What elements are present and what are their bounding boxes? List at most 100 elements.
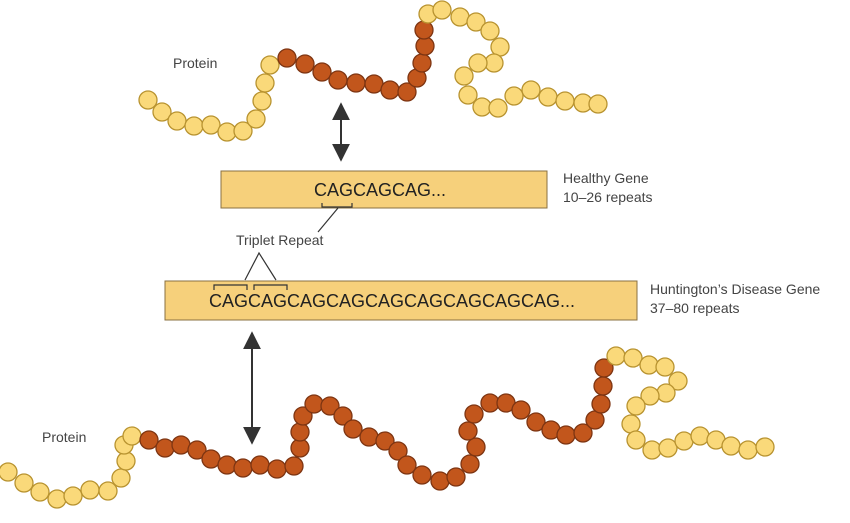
- disease-protein-bead: [656, 383, 676, 403]
- disease-protein-bead-glutamine: [343, 419, 363, 439]
- disease-protein-bead: [63, 486, 83, 506]
- healthy-protein-bead: [201, 115, 221, 135]
- disease-protein-bead: [47, 489, 67, 509]
- healthy-protein-bead: [432, 0, 452, 20]
- healthy-protein-bead-glutamine: [380, 80, 400, 100]
- healthy-gene-repeats: 10–26 repeats: [563, 189, 653, 205]
- healthy-protein-bead-glutamine: [328, 70, 348, 90]
- disease-protein-bead: [80, 480, 100, 500]
- healthy-protein-bead: [138, 90, 158, 110]
- healthy-protein-bead-glutamine: [312, 62, 332, 82]
- disease-protein-bead: [640, 386, 660, 406]
- disease-protein-bead: [626, 396, 646, 416]
- healthy-protein-bead: [468, 53, 488, 73]
- healthy-protein-bead-glutamine: [415, 36, 435, 56]
- healthy-protein-bead: [490, 37, 510, 57]
- disease-protein-bead-glutamine: [139, 430, 159, 450]
- disease-protein-bead-glutamine: [250, 455, 270, 475]
- disease-protein-bead-glutamine: [233, 458, 253, 478]
- disease-gene-title: Huntington’s Disease Gene: [650, 281, 820, 297]
- disease-protein-chain: [0, 346, 775, 509]
- disease-protein-bead: [122, 426, 142, 446]
- disease-protein-bead: [98, 481, 118, 501]
- disease-triplet-bracket-1: [213, 284, 248, 290]
- disease-protein-bead: [0, 462, 18, 482]
- disease-protein-bead-glutamine: [446, 467, 466, 487]
- disease-protein-bead: [639, 355, 659, 375]
- disease-protein-bead-glutamine: [397, 455, 417, 475]
- healthy-protein-bead: [521, 80, 541, 100]
- healthy-protein-bead: [588, 94, 608, 114]
- healthy-protein-bead: [458, 85, 478, 105]
- disease-protein-label: Protein: [42, 429, 86, 445]
- healthy-protein-bead: [255, 73, 275, 93]
- healthy-protein-bead: [538, 87, 558, 107]
- healthy-gene-title: Healthy Gene: [563, 170, 649, 186]
- healthy-protein-bead: [260, 55, 280, 75]
- triplet-repeat-label: Triplet Repeat: [236, 232, 324, 248]
- disease-protein-bead: [621, 414, 641, 434]
- disease-protein-bead-glutamine: [290, 438, 310, 458]
- healthy-protein-bead: [217, 122, 237, 142]
- disease-protein-bead-glutamine: [171, 435, 191, 455]
- disease-protein-bead: [606, 346, 626, 366]
- disease-protein-bead-glutamine: [412, 465, 432, 485]
- healthy-protein-bead-glutamine: [346, 73, 366, 93]
- healthy-protein-bead: [184, 116, 204, 136]
- healthy-protein-bead: [454, 66, 474, 86]
- disease-protein-bead: [655, 357, 675, 377]
- triplet-pointer-line: [317, 207, 339, 233]
- disease-protein-bead-glutamine: [480, 393, 500, 413]
- healthy-triplet-bracket: [321, 203, 353, 208]
- disease-protein-bead-glutamine: [333, 406, 353, 426]
- healthy-protein-bead-glutamine: [414, 20, 434, 40]
- healthy-protein-bead: [246, 109, 266, 129]
- disease-protein-bead-glutamine: [556, 425, 576, 445]
- disease-protein-bead-glutamine: [388, 441, 408, 461]
- disease-protein-bead: [30, 482, 50, 502]
- healthy-protein-bead: [167, 111, 187, 131]
- disease-protein-bead-glutamine: [430, 471, 450, 491]
- disease-protein-bead-glutamine: [466, 437, 486, 457]
- disease-triplet-bracket-2: [253, 284, 288, 290]
- disease-protein-bead-glutamine: [460, 454, 480, 474]
- disease-protein-bead-glutamine: [320, 396, 340, 416]
- healthy-protein-bead-glutamine: [295, 54, 315, 74]
- healthy-protein-bead: [555, 91, 575, 111]
- disease-protein-bead-glutamine: [155, 438, 175, 458]
- healthy-protein-bead-glutamine: [397, 82, 417, 102]
- healthy-protein-bead-glutamine: [277, 48, 297, 68]
- disease-protein-bead-glutamine: [267, 459, 287, 479]
- disease-gene-repeats: 37–80 repeats: [650, 300, 740, 316]
- disease-protein-bead: [668, 371, 688, 391]
- healthy-gene-sequence: CAGCAGCAG...: [314, 180, 446, 200]
- disease-protein-bead-glutamine: [594, 358, 614, 378]
- healthy-protein-bead: [252, 91, 272, 111]
- healthy-protein-bead: [480, 21, 500, 41]
- disease-protein-bead-glutamine: [511, 400, 531, 420]
- healthy-protein-chain: [138, 0, 608, 142]
- disease-protein-bead: [658, 438, 678, 458]
- disease-protein-bead: [738, 440, 758, 460]
- disease-protein-bead-glutamine: [293, 406, 313, 426]
- disease-protein-bead: [690, 426, 710, 446]
- healthy-gene-box: [220, 170, 548, 209]
- healthy-protein-bead: [233, 121, 253, 141]
- disease-protein-bead: [755, 437, 775, 457]
- disease-protein-bead-glutamine: [526, 412, 546, 432]
- disease-protein-bead-glutamine: [573, 423, 593, 443]
- disease-protein-bead-glutamine: [464, 404, 484, 424]
- triplet-pointer-lines: [244, 251, 277, 281]
- healthy-protein-bead: [488, 98, 508, 118]
- disease-protein-bead: [642, 440, 662, 460]
- disease-protein-bead-glutamine: [217, 455, 237, 475]
- disease-protein-bead-glutamine: [458, 421, 478, 441]
- disease-protein-bead-glutamine: [375, 431, 395, 451]
- healthy-protein-bead: [472, 97, 492, 117]
- healthy-protein-bead: [152, 102, 172, 122]
- disease-protein-bead-glutamine: [201, 449, 221, 469]
- disease-gene-sequence: CAGCAGCAGCAGCAGCAGCAGCAGCAG...: [209, 291, 575, 311]
- disease-protein-bead: [14, 473, 34, 493]
- disease-protein-bead-glutamine: [585, 410, 605, 430]
- healthy-protein-label: Protein: [173, 55, 217, 71]
